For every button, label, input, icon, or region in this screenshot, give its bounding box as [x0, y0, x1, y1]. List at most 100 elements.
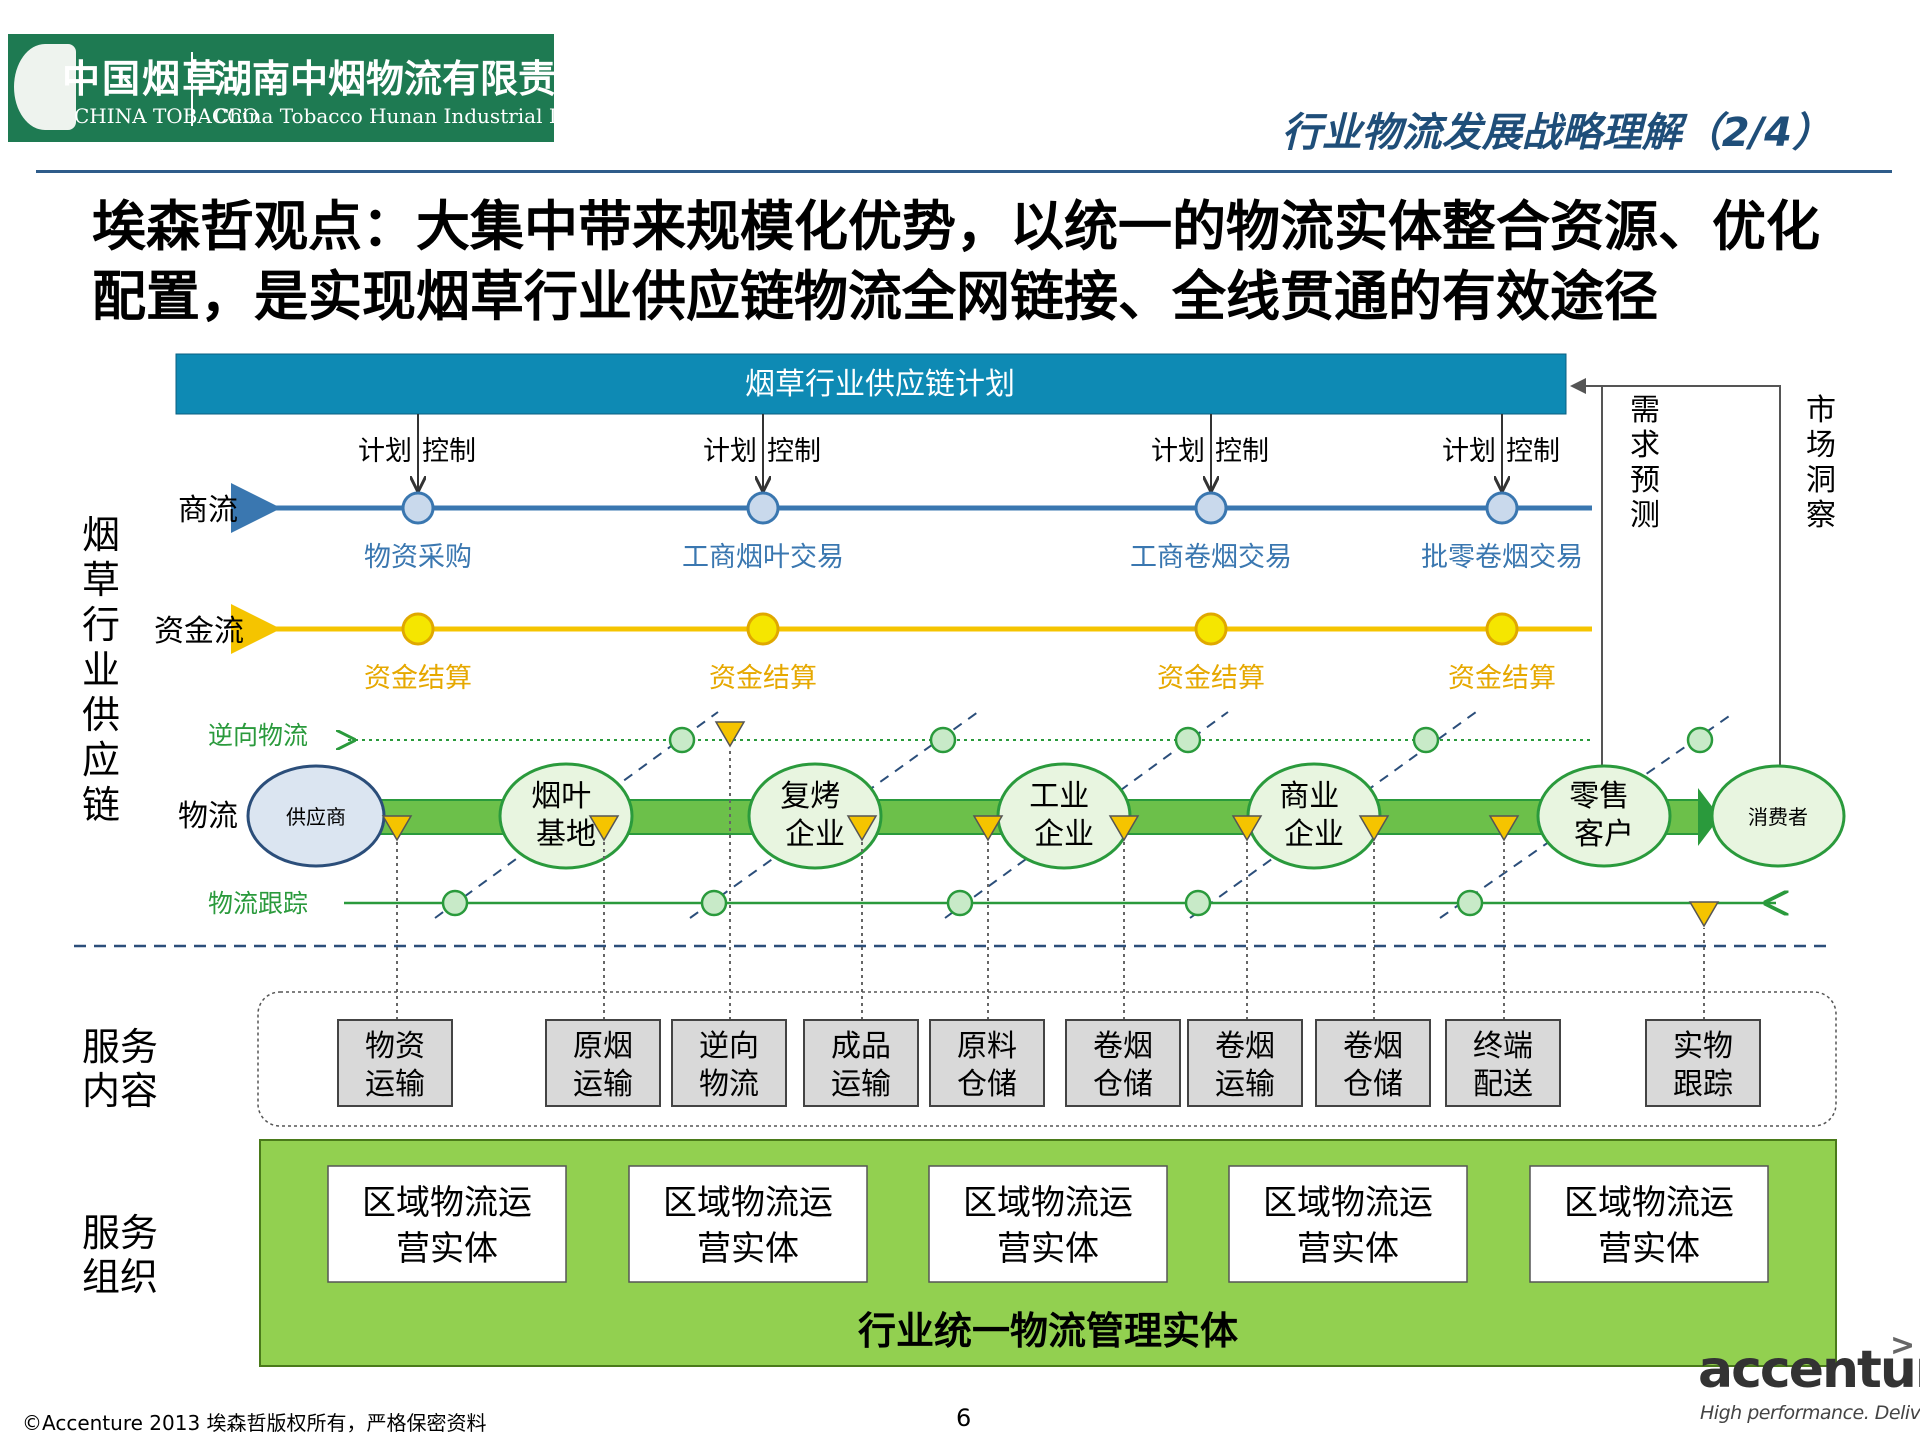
chain-node-redrying	[747, 762, 883, 870]
logo-text-en-right: China Tobacco Hunan Industrial Logistics…	[214, 104, 727, 128]
capital-flow-label: 资金流	[154, 614, 244, 649]
commerce-flow-label: 商流	[178, 493, 238, 528]
control-label: 控制	[767, 436, 821, 467]
service-box: 终端配送	[1445, 1019, 1561, 1107]
service-box: 原料仓储	[929, 1019, 1045, 1107]
footer-copyright: ©Accenture 2013 埃森哲版权所有，严格保密资料	[22, 1411, 487, 1435]
regional-entity-box: 区域物流运营实体	[928, 1165, 1168, 1283]
svg-text:区域物流运营实体: 区域物流运营实体	[1564, 1183, 1734, 1269]
capital-node-label: 资金结算	[709, 663, 817, 694]
plan-label: 计划	[703, 436, 757, 467]
headline: 埃森哲观点：大集中带来规模化优势，以统一的物流实体整合资源、优化配置，是实现烟草…	[92, 195, 1820, 328]
commerce-node-label: 批零卷烟交易	[1421, 542, 1583, 573]
control-label: 控制	[422, 436, 476, 467]
commerce-node-label: 物资采购	[364, 542, 472, 573]
regional-entity-box: 区域物流运营实体	[1228, 1165, 1468, 1283]
commerce-nodes	[401, 491, 1519, 525]
plan-label: 计划	[358, 436, 412, 467]
service-box: 物资运输	[337, 1019, 453, 1107]
svg-text:区域物流运营实体: 区域物流运营实体	[362, 1183, 532, 1269]
commerce-node-label: 工商卷烟交易	[1130, 542, 1292, 573]
tracking-label: 物流跟踪	[208, 889, 308, 918]
tobacco-emblem-icon	[14, 44, 76, 130]
capital-node	[746, 612, 780, 646]
svg-text:区域物流运营实体: 区域物流运营实体	[663, 1183, 833, 1269]
svg-text:区域物流运营实体: 区域物流运营实体	[1263, 1183, 1433, 1269]
regional-entity-box: 区域物流运营实体	[628, 1165, 868, 1283]
svg-text:成品运输: 成品运输	[831, 1029, 891, 1102]
regional-entities: 区域物流运营实体 区域物流运营实体 区域物流运营实体 区域物流运营实体 区域物流…	[327, 1165, 1769, 1283]
accenture-arrow-icon: >	[1890, 1328, 1916, 1363]
regional-entity-box: 区域物流运营实体	[327, 1165, 567, 1283]
capital-nodes	[401, 612, 1519, 646]
svg-text:卷烟仓储: 卷烟仓储	[1343, 1029, 1403, 1102]
plan-control-labels: 计划 控制 计划 控制 计划 控制 计划 控制	[358, 436, 1560, 467]
service-box: 卷烟运输	[1187, 1019, 1303, 1107]
plan-bar	[175, 353, 1567, 415]
svg-text:卷烟仓储: 卷烟仓储	[1093, 1029, 1153, 1102]
management-entity-label: 行业统一物流管理实体	[858, 1309, 1238, 1353]
commerce-node-labels: 物资采购 工商烟叶交易 工商卷烟交易 批零卷烟交易	[364, 542, 1583, 573]
feedback-lines	[1570, 378, 1781, 800]
capital-node	[1485, 612, 1519, 646]
logistics-triangles	[381, 815, 1520, 842]
chain-node-label: 烟叶 基地	[531, 779, 601, 852]
reverse-nodes	[668, 726, 1714, 754]
svg-text:实物跟踪: 实物跟踪	[1673, 1029, 1733, 1102]
capital-node-label: 资金结算	[1448, 663, 1556, 694]
svg-text:卷烟运输: 卷烟运输	[1215, 1029, 1275, 1102]
logo-text-cn-right: 湖南中烟物流有限责任公司	[214, 57, 671, 101]
regional-entity-box: 区域物流运营实体	[1529, 1165, 1769, 1283]
svg-text:终端配送: 终端配送	[1473, 1029, 1533, 1102]
demand-forecast-label: 需 求 预 测	[1630, 393, 1670, 533]
svg-text:区域物流运营实体: 区域物流运营实体	[963, 1183, 1133, 1269]
supply-chain-vertical-label: 烟 草 行 业 供 应 链	[82, 513, 132, 827]
svg-text:原料仓储: 原料仓储	[957, 1029, 1017, 1102]
capital-node	[401, 612, 435, 646]
chain-node-consumer	[1710, 764, 1846, 868]
logistics-flow-arrowhead	[1698, 788, 1720, 846]
capital-node-label: 资金结算	[364, 663, 472, 694]
commerce-node	[1485, 491, 1519, 525]
company-logo: 中国烟草 CHINA TOBACCO 湖南中烟物流有限责任公司 China To…	[8, 34, 726, 142]
logo-text-en-left: CHINA TOBACCO	[74, 104, 259, 128]
chain-node-leaf-base	[498, 762, 634, 870]
plan-control-arrows	[418, 414, 1502, 490]
capital-node-labels: 资金结算 资金结算 资金结算 资金结算	[364, 663, 1556, 694]
chain-node-label: 工业 企业	[1029, 779, 1099, 852]
service-box: 原烟运输	[545, 1019, 661, 1107]
service-box: 卷烟仓储	[1315, 1019, 1431, 1107]
chain-node-label: 商业 企业	[1279, 779, 1349, 852]
accenture-logo: accenture	[1698, 1340, 1920, 1400]
service-box: 卷烟仓储	[1065, 1019, 1181, 1107]
capital-node-label: 资金结算	[1157, 663, 1265, 694]
plan-label: 计划	[1151, 436, 1205, 467]
chain-node-label: 复烤 企业	[780, 779, 850, 852]
service-connectors	[396, 748, 1705, 1020]
page-title: 行业物流发展战略理解（2/4）	[1281, 110, 1832, 156]
title-divider	[36, 170, 1892, 173]
commerce-node	[746, 491, 780, 525]
tracking-nodes	[441, 889, 1484, 917]
svg-text:物资运输: 物资运输	[365, 1029, 425, 1102]
reverse-logistics-label: 逆向物流	[208, 721, 308, 750]
chain-node-label: 供应商	[286, 805, 346, 829]
plan-bar-label: 烟草行业供应链计划	[745, 367, 1015, 402]
service-org-label: 服务 组织	[82, 1211, 170, 1299]
service-boxes: 物资运输 原烟运输 逆向物流 成品运输 原料仓储 卷烟仓储 卷烟运输 卷烟仓储	[337, 1019, 1761, 1107]
service-content-label: 服务 内容	[82, 1025, 170, 1113]
svg-text:逆向物流: 逆向物流	[699, 1029, 759, 1102]
capital-node	[1194, 612, 1228, 646]
service-content-container	[257, 991, 1837, 1127]
market-insight-label: 市 场 洞 察	[1806, 393, 1846, 533]
reverse-triangle	[714, 721, 746, 748]
accenture-tagline: High performance. Delivered.	[1700, 1402, 1920, 1424]
chain-node-label: 零售 客户	[1569, 779, 1639, 852]
tracking-triangle	[1688, 901, 1720, 928]
logistics-flow-label: 物流	[178, 799, 238, 834]
commerce-node	[401, 491, 435, 525]
chain-node-retail	[1536, 764, 1672, 868]
chain-node-label: 消费者	[1748, 805, 1808, 829]
control-label: 控制	[1215, 436, 1269, 467]
